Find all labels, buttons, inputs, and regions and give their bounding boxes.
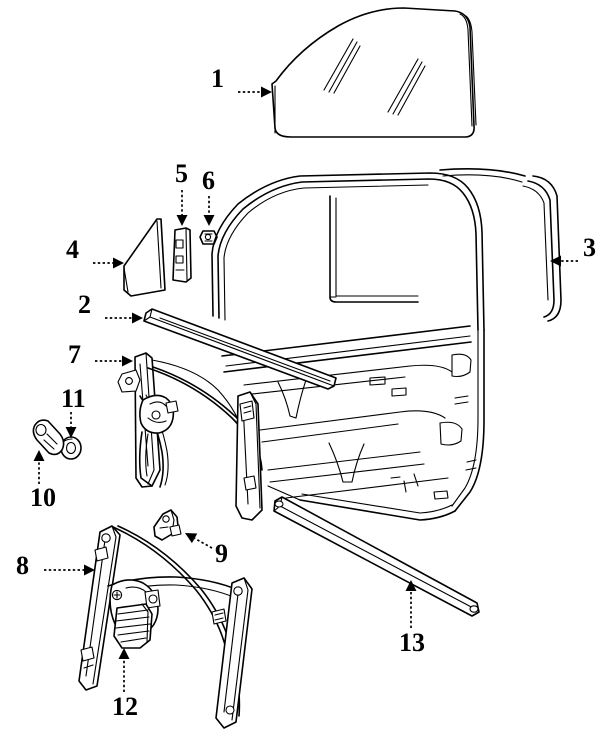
callout-leader-10 (33, 450, 45, 484)
part-12-window-regulator-motor (113, 603, 153, 649)
callout-number-6: 6 (202, 166, 215, 195)
part-7-window-regulator-front (117, 352, 263, 521)
callout-number-3: 3 (583, 233, 596, 262)
part-9-glass-guide-bracket (153, 509, 182, 541)
part-11-handle-bushing (60, 436, 82, 460)
callout-number-13: 13 (399, 628, 425, 657)
callout-number-5: 5 (175, 159, 188, 188)
callout-number-10: 10 (30, 483, 56, 512)
part-2-inner-belt-weatherstrip (143, 308, 337, 390)
callout-leader-8 (44, 564, 95, 576)
callout-leader-2 (105, 312, 143, 324)
callout-leader-3 (550, 255, 578, 267)
callout-number-2: 2 (78, 290, 91, 319)
part-13-outer-belt-weatherstrip (273, 496, 480, 617)
callout-leader-4 (93, 257, 124, 269)
callout-number-11: 11 (61, 384, 86, 413)
callout-leader-12 (118, 648, 130, 692)
callout-number-12: 12 (112, 692, 138, 721)
callout-number-9: 9 (215, 539, 228, 568)
part-3-door-shell-and-weatherstrip (211, 168, 562, 521)
callout-leader-13 (405, 580, 417, 628)
callout-leader-11 (65, 412, 77, 438)
callout-number-1: 1 (211, 64, 224, 93)
callout-number-4: 4 (66, 235, 79, 264)
callout-leaders (33, 86, 578, 692)
part-10-regulator-handle-clip (32, 419, 65, 456)
callout-number-7: 7 (68, 340, 81, 369)
part-5-mirror-mount-bracket (172, 227, 192, 283)
part-1-door-glass (271, 7, 477, 138)
callout-leader-7 (95, 355, 133, 367)
callout-leader-6 (203, 196, 215, 226)
callout-leader-5 (176, 190, 188, 226)
part-4-corner-trim-cover (123, 218, 166, 297)
callout-number-8: 8 (16, 551, 29, 580)
callout-leader-9 (185, 533, 213, 549)
callout-leader-1 (238, 86, 272, 98)
part-8-window-regulator-rear (78, 525, 253, 729)
